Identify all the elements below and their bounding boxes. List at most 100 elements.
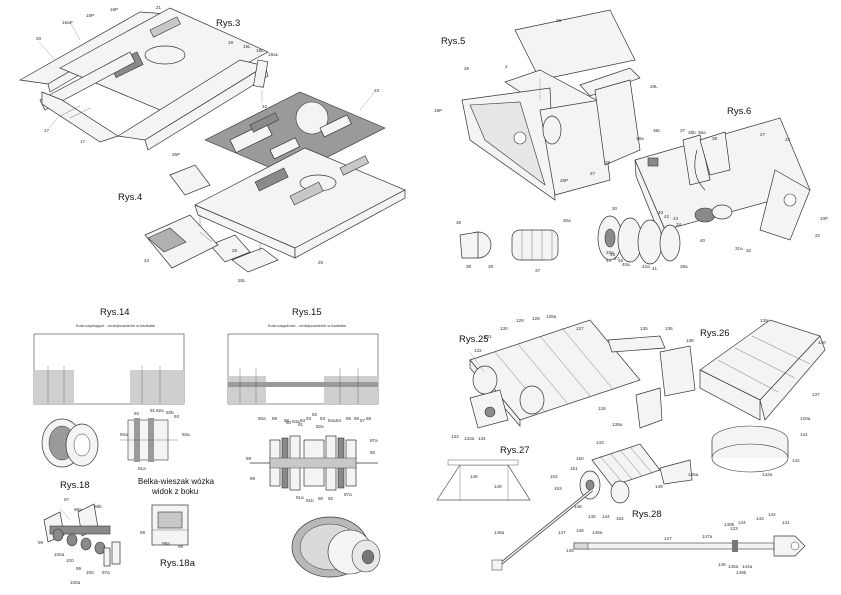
part-number-label: 36a: [698, 130, 706, 135]
belka-title-line2: widok z boku: [151, 487, 198, 496]
part-number-label: 25: [232, 248, 238, 253]
part-number-label: 133: [451, 434, 459, 439]
part-number-label: 83: [320, 416, 326, 421]
part-number-label: 34: [676, 222, 682, 227]
part-number-label: 27: [590, 171, 596, 176]
part-number-label: 100a: [54, 552, 65, 557]
part-number-label: 148a: [592, 530, 603, 535]
part-number-label: 135: [640, 326, 648, 331]
part-number-label: 99: [178, 544, 184, 549]
part-number-label: 85: [346, 416, 352, 421]
part-number-label: 147a: [702, 534, 713, 539]
rys14-note: Koła napinające - umiejscowienie w kadłu…: [76, 323, 156, 328]
part-number-label: 149b: [724, 522, 735, 527]
part-number-label: 91b: [306, 498, 314, 503]
part-number-label: 37: [535, 268, 541, 273]
part-number-label: 18P: [86, 13, 94, 18]
part-number-label: 100a: [70, 580, 81, 585]
rys18-title: Rys.18: [60, 480, 90, 491]
rys18-part-labels: 97 98a 98b 99 100a 100 99 100 100a 97a: [38, 497, 110, 585]
rys25-title: Rys.25: [459, 334, 489, 345]
part-number-label: 128a: [546, 314, 557, 319]
rys4-part-labels: 24 26P 25 26L 26: [144, 152, 324, 283]
rys27-title: Rys.27: [500, 445, 530, 456]
part-number-label: 86: [354, 416, 360, 421]
part-number-label: 139: [760, 318, 768, 323]
rys27-part-labels: 148 149: [470, 474, 502, 489]
rys27-gun-mantlet-template: [436, 459, 531, 501]
part-number-label: 36: [456, 220, 462, 225]
part-number-label: 40: [658, 210, 664, 215]
part-number-label: 84a: [328, 418, 336, 423]
part-number-label: 145: [588, 514, 596, 519]
part-number-label: 45: [610, 252, 616, 257]
part-number-label: 92: [328, 496, 334, 501]
part-number-label: 39: [488, 264, 494, 269]
part-number-label: 151: [570, 466, 578, 471]
part-number-label: 20: [36, 36, 42, 41]
rys5-title: Rys.5: [441, 36, 465, 47]
part-number-label: 40a: [622, 262, 630, 267]
part-number-label: 44: [606, 258, 612, 263]
rys3-hull-top-exploded: [18, 7, 406, 273]
part-number-label: 42a: [642, 264, 650, 269]
part-number-label: 21: [156, 5, 162, 10]
part-number-label: 18P: [110, 7, 118, 12]
part-number-label: 38b: [688, 130, 696, 135]
part-number-label: 126: [598, 406, 606, 411]
part-number-label: 10P: [820, 216, 828, 221]
part-number-label: 143: [756, 516, 764, 521]
part-number-label: 30: [612, 206, 618, 211]
part-number-label: 88: [272, 416, 278, 421]
part-number-label: 149b: [736, 570, 747, 575]
part-number-label: 30a: [563, 218, 571, 223]
part-number-label: 23: [374, 88, 380, 93]
part-number-label: 146: [566, 548, 574, 553]
part-number-label: 148: [470, 474, 478, 479]
rys28-title: Rys.28: [632, 509, 662, 520]
part-number-label: 99: [76, 566, 82, 571]
part-number-label: 84: [300, 418, 306, 423]
part-number-label: 39a: [680, 264, 688, 269]
rys26-turret-roof: [635, 319, 826, 473]
part-number-label: 134: [478, 436, 486, 441]
part-number-label: 89: [250, 476, 256, 481]
part-number-label: 144a: [742, 564, 753, 569]
part-number-label: 38c: [653, 128, 661, 133]
part-number-label: 22: [815, 233, 821, 238]
rys5-rear-hull: [461, 9, 641, 201]
part-number-label: 86: [284, 418, 290, 423]
part-number-label: 150: [576, 456, 584, 461]
part-number-label: 26P: [172, 152, 180, 157]
part-number-label: 19: [228, 40, 234, 45]
part-number-label: 149: [655, 484, 663, 489]
part-number-label: 27: [760, 132, 766, 137]
rys26-part-labels: 136 139 140 138 137 120a 141 142 142a 13…: [612, 318, 826, 477]
part-number-label: 26L: [238, 278, 246, 283]
part-number-label: 93: [174, 414, 180, 419]
part-number-label: 84: [336, 418, 342, 423]
part-number-label: 147: [558, 530, 566, 535]
rys3-title: Rys.3: [216, 18, 240, 29]
part-number-label: 97: [64, 497, 70, 502]
part-number-label: 98a: [162, 541, 170, 546]
part-number-label: 38a: [636, 136, 644, 141]
part-number-label: 24: [144, 258, 150, 263]
part-number-label: 88: [366, 416, 372, 421]
part-number-label: 81: [298, 422, 304, 427]
part-number-label: 133a: [464, 436, 475, 441]
part-number-label: 141: [782, 520, 790, 525]
part-number-label: 138: [686, 338, 694, 343]
part-number-label: 92b: [166, 410, 174, 415]
rys5-cylinders: [459, 215, 681, 265]
rys26-title: Rys.26: [700, 328, 730, 339]
part-number-label: 87: [360, 418, 366, 423]
rys6-title: Rys.6: [727, 106, 751, 117]
part-number-label: 18aL: [268, 52, 279, 57]
rys18a-hanger-side-view: [151, 504, 189, 546]
rys18-bogie-hanger: [43, 503, 121, 567]
part-number-label: 17: [80, 139, 86, 144]
rys25-turret-frame: [469, 319, 666, 429]
rys18a-title: Rys.18a: [160, 558, 196, 569]
part-number-label: 154: [616, 516, 624, 521]
